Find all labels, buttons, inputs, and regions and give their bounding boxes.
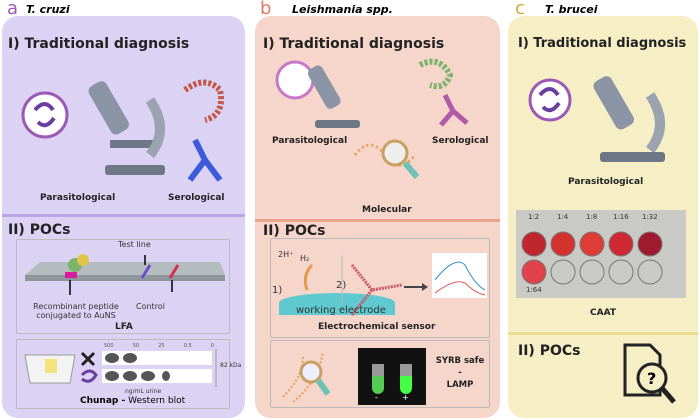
microscope-illustration-c (528, 76, 665, 162)
dilution-label: 1:4 (557, 213, 569, 221)
lfa-peptide-label: Recombinant peptide conjugated to AuNS (33, 302, 119, 320)
lfa-control-label: Control (136, 302, 165, 311)
control-line (168, 264, 180, 279)
kda-label: 82 kDa (220, 362, 242, 369)
method-parasitological-b: Parasitological (272, 136, 348, 146)
traditional-title-a: I) Traditional diagnosis (8, 36, 190, 52)
caat-plate-photo: 1:2 1:4 1:8 1:16 1:32 1:64 (516, 210, 686, 298)
sensor-name: Electrochemical sensor (318, 322, 436, 332)
conc-label: 25 (158, 343, 165, 349)
lfa-strip (25, 254, 225, 295)
lamp-line-2: - (458, 368, 462, 378)
positive-tube (400, 364, 412, 394)
reaction-left: 2H⁺ (278, 250, 294, 259)
lfa-name: LFA (115, 322, 133, 332)
conc-label: 50 (132, 343, 140, 349)
organism-title-b: Leishmania spp. (292, 3, 393, 16)
dilution-label: 1:16 (613, 213, 629, 221)
pocs-title-b: II) POCs (263, 223, 326, 239)
conc-label: 0 (210, 343, 214, 349)
traditional-title-b: I) Traditional diagnosis (263, 36, 445, 52)
caat-wells (521, 231, 663, 285)
parasite-icon (80, 369, 98, 383)
lfa-box (16, 239, 230, 334)
panel-letter-a: a (7, 0, 19, 19)
traditional-title-c: I) Traditional diagnosis (518, 36, 687, 51)
step-2-label: 2) (336, 280, 347, 291)
organism-title-a: T. cruzi (26, 3, 70, 16)
pocs-title-c: II) POCs (518, 343, 581, 359)
svg-text:?: ? (647, 369, 656, 388)
lamp-line-1: SYRB safe (435, 356, 485, 366)
reaction-right: H₂ (300, 254, 310, 263)
positive-label: + (402, 393, 409, 402)
parasite-icon (21, 91, 69, 139)
panel-letter-b: b (260, 0, 272, 19)
pocs-title-a: II) POCs (8, 222, 71, 238)
lfa-test-line-label: Test line (118, 240, 151, 249)
question-document-icon: ? (623, 343, 676, 404)
dilution-label: 1:8 (586, 213, 598, 221)
voltammogram-plot (432, 253, 487, 298)
dna-icon (353, 143, 417, 167)
negative-label: - (375, 393, 378, 402)
antibody-icon (439, 93, 469, 127)
dilution-label: 1:2 (528, 213, 540, 221)
method-serological-b: Serological (432, 136, 489, 146)
chunap-bold: Chunap - (80, 396, 126, 406)
negative-x-icon (80, 351, 96, 367)
electrochemical-diagram (279, 253, 487, 316)
chunap-box (16, 339, 230, 409)
magnifier-icon (381, 139, 409, 167)
microscope-icon (593, 76, 634, 130)
method-serological-a: Serological (168, 193, 225, 203)
dilution-label: 1:32 (642, 213, 658, 221)
microscope-illustration-b (275, 58, 469, 179)
caat-name: CAAT (590, 308, 616, 318)
test-line (140, 264, 152, 279)
lamp-tubes-photo: - + (358, 348, 426, 405)
microscope-illustration-a (21, 79, 224, 182)
concentration-labels: 500 50 25 0.5 0 (104, 343, 214, 349)
chunap-rest: Western blot (125, 396, 186, 406)
unit-label: ng/mL urine (125, 388, 162, 395)
organism-title-c: T. brucei (545, 3, 598, 16)
lamp-line-3: LAMP (446, 380, 474, 390)
conc-label: 0.5 (183, 343, 192, 349)
electrode-label: working electrode (296, 305, 386, 316)
lamp-box (270, 340, 490, 408)
step-1-label: 1) (272, 285, 283, 296)
method-molecular-b: Molecular (362, 205, 412, 215)
method-parasitological-a: Parasitological (40, 193, 116, 203)
dna-magnifier-icon (282, 351, 331, 403)
microscope-icon (307, 65, 341, 109)
microscope-icon (88, 81, 129, 135)
panel-letter-c: c (515, 0, 525, 19)
parasite-icon (275, 60, 315, 100)
dilution-label: 1:64 (526, 286, 542, 294)
parasite-icon (528, 78, 572, 122)
sensor-box (270, 238, 490, 338)
negative-tube (372, 364, 384, 394)
lamp-label: SYRB safe - LAMP (430, 355, 490, 391)
antibody-icon (187, 138, 223, 182)
method-parasitological-c: Parasitological (568, 177, 644, 187)
conc-label: 500 (104, 343, 114, 349)
chunap-name: Chunap - Western blot (80, 396, 185, 406)
western-blot (24, 349, 217, 387)
